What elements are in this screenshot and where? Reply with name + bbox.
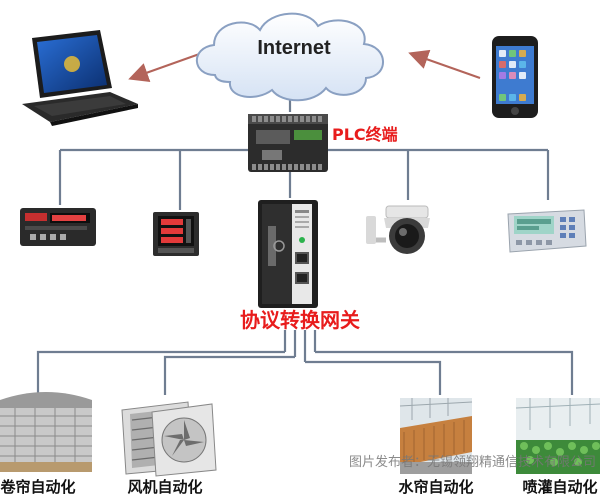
image-credit: 图片发布者：无锡领翔精通信技术有限公司 xyxy=(349,454,596,470)
laptop-arrow xyxy=(128,51,206,83)
gateway-device xyxy=(258,200,318,308)
weighing-controller-icon xyxy=(507,209,587,253)
plc-label: PLC终端 xyxy=(332,125,398,144)
power-meter-icon xyxy=(153,212,199,256)
water-curtain-image xyxy=(399,398,473,474)
phone-arrow xyxy=(408,49,481,79)
roll-curtain-greenhouse-image xyxy=(0,392,92,472)
internet-cloud: Internet xyxy=(195,12,384,102)
fan-label: 风机自动化 xyxy=(127,478,202,496)
digital-meter-icon xyxy=(20,208,96,246)
gateway-label: 协议转换网关 xyxy=(240,308,360,332)
laptop-icon xyxy=(22,30,138,126)
water-curtain-label: 水帘自动化 xyxy=(398,478,473,496)
roll-curtain-label: 卷帘自动化 xyxy=(0,478,76,496)
sprinkler-greenhouse-image xyxy=(515,398,600,474)
smartphone-icon xyxy=(492,36,538,118)
sprinkler-label: 喷灌自动化 xyxy=(522,478,597,496)
plc-device xyxy=(248,114,328,172)
connector-lines xyxy=(36,92,574,395)
exhaust-fan-image xyxy=(121,401,217,477)
cloud-label: Internet xyxy=(257,37,331,59)
dome-camera-icon xyxy=(366,205,430,254)
